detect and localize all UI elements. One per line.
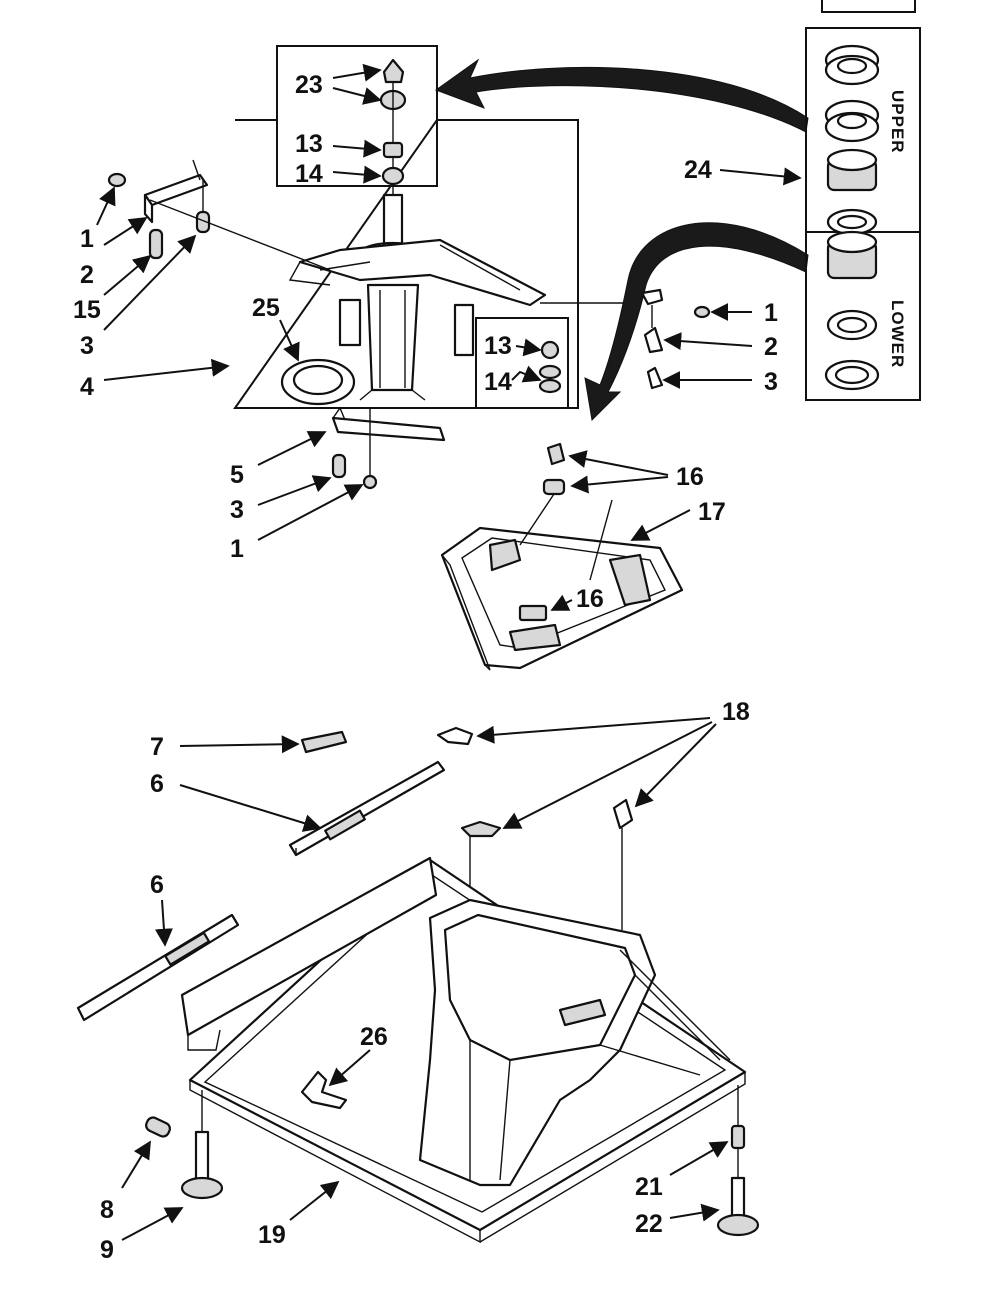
- transmission-spider: [288, 193, 547, 401]
- lower-label: LOWER: [888, 300, 907, 368]
- callout-3-lower: 3: [230, 496, 244, 524]
- callout-22: 22: [635, 1210, 663, 1238]
- callout-18: 18: [722, 698, 750, 726]
- callout-16-lower: 16: [576, 585, 604, 613]
- callout-8: 8: [100, 1196, 114, 1224]
- part-13-upper: [382, 141, 404, 159]
- inset-box-lower: [475, 317, 569, 409]
- callout-13-lower: 13: [484, 332, 512, 360]
- part-21-22-leveling-leg: [716, 1085, 760, 1237]
- callout-4: 4: [80, 373, 94, 401]
- callout-5: 5: [230, 461, 244, 489]
- part-6-rail-upper: [288, 760, 446, 857]
- callout-21: 21: [635, 1173, 663, 1201]
- left-bracket-parts: [107, 159, 331, 271]
- right-bracket-parts: [540, 288, 711, 390]
- callout-14-lower: 14: [484, 368, 512, 396]
- part-25-seal: [280, 358, 356, 406]
- lower-curved-arrow: [584, 222, 809, 422]
- part-16-clips: [518, 442, 613, 622]
- part-6-rail-lower: [76, 913, 240, 1022]
- callout-24: 24: [684, 156, 712, 184]
- callout-2-left: 2: [80, 261, 94, 289]
- part-13-lower: [540, 340, 560, 360]
- callout-17: 17: [698, 498, 726, 526]
- leader-lines: [96, 63, 802, 1241]
- callout-2-right: 2: [764, 333, 778, 361]
- part-8-9-leveling-leg: [145, 1090, 224, 1200]
- part-17-platform: [440, 526, 684, 671]
- callout-15: 15: [73, 296, 101, 324]
- callout-14-upper: 14: [295, 160, 323, 188]
- callout-19: 19: [258, 1221, 286, 1249]
- callout-23: 23: [295, 71, 323, 99]
- callout-1-left: 1: [80, 225, 94, 253]
- upper-curved-arrow: [434, 58, 809, 133]
- callout-16-upper: 16: [676, 463, 704, 491]
- inset-box-upper: [276, 45, 438, 187]
- part-18-clips: [436, 726, 634, 930]
- part-14-lower-b: [538, 378, 562, 394]
- callout-3-right: 3: [764, 368, 778, 396]
- callout-26: 26: [360, 1023, 388, 1051]
- callout-7: 7: [150, 733, 164, 761]
- part-19-base-frame: [180, 856, 747, 1244]
- assembly-box-4: [233, 119, 579, 409]
- callout-1-lower: 1: [230, 535, 244, 563]
- lower-bracket-parts: [331, 406, 446, 490]
- callout-6-upper: 6: [150, 770, 164, 798]
- callout-9: 9: [100, 1236, 114, 1264]
- callout-13-upper: 13: [295, 130, 323, 158]
- callout-3-left: 3: [80, 332, 94, 360]
- corner-mark: [821, 0, 916, 13]
- part-26-bracket: [300, 1070, 348, 1110]
- part-14-lower: [538, 364, 562, 380]
- part-7-pin: [300, 730, 348, 754]
- part-14-upper: [381, 166, 405, 186]
- callout-1-right: 1: [764, 299, 778, 327]
- bearing-kit-box: [805, 27, 921, 401]
- callout-25: 25: [252, 294, 280, 322]
- upper-label: UPPER: [888, 90, 907, 154]
- callout-6-lower: 6: [150, 871, 164, 899]
